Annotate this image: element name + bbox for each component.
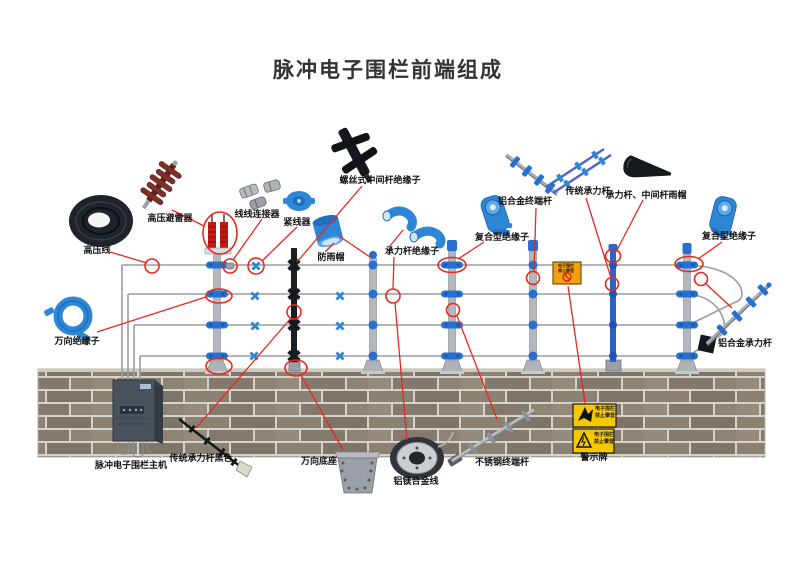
label-wire-connector: 线线连接器 bbox=[234, 210, 280, 220]
label-pole-rain-cap: 承力杆、中间杆雨帽 bbox=[605, 191, 687, 201]
item-load-pole-insulators bbox=[382, 206, 446, 249]
label-traditional-load-pole: 传统承力杆 bbox=[565, 187, 611, 197]
pole-bases bbox=[205, 359, 699, 374]
item-screw-mid-pole-insulator bbox=[331, 127, 378, 184]
fence-sign bbox=[552, 261, 582, 285]
warning-sign1-text-line1: 电子围栏 bbox=[595, 406, 616, 412]
label-alu-terminal-pole: 铝合金终端杆 bbox=[497, 197, 553, 207]
label-traditional-load-pole-black: 传统承力杆黑色 bbox=[169, 454, 233, 464]
label-universal-base: 万向底座 bbox=[300, 457, 338, 467]
label-alu-load-pole: 铝合金承力杆 bbox=[717, 339, 773, 349]
pole5-top-cap bbox=[528, 240, 538, 251]
item-rain-cap bbox=[312, 214, 344, 248]
item-universal-insulator bbox=[44, 296, 93, 346]
item-host-unit bbox=[112, 379, 163, 458]
item-stainless-terminal-pole bbox=[447, 408, 535, 467]
label-almg-alloy-wire: 铝镁合金线 bbox=[393, 477, 439, 487]
warning-sign1-text-line2: 禁止攀登 bbox=[595, 413, 616, 419]
label-load-pole-insulator: 承力杆绝缘子 bbox=[384, 247, 440, 257]
label-composite-insulator-mid: 复合型绝缘子 bbox=[474, 233, 530, 243]
host-bottom-cables bbox=[117, 441, 152, 458]
item-universal-base bbox=[334, 451, 381, 494]
label-lightning-arrester: 高压避雷器 bbox=[147, 214, 193, 224]
item-composite-insulator-right bbox=[709, 196, 737, 240]
label-high-voltage-wire: 高压线 bbox=[83, 246, 111, 256]
warning-sign2-text-line2: 禁止攀登 bbox=[594, 439, 615, 445]
pole3-top-cap bbox=[369, 251, 377, 259]
callout-lines bbox=[96, 185, 733, 451]
item-wire-connectors bbox=[239, 179, 281, 210]
label-stainless-terminal-pole: 不锈钢终端杆 bbox=[474, 458, 530, 468]
label-warning-sign: 警示牌 bbox=[580, 453, 608, 463]
label-universal-insulator: 万向绝缘子 bbox=[54, 337, 100, 347]
item-alu-load-pole bbox=[697, 282, 772, 354]
item-high-voltage-wire-coil bbox=[69, 195, 133, 247]
warning-sign-boards bbox=[572, 403, 617, 454]
pole4-top-cap bbox=[447, 240, 457, 251]
label-wire-tightener: 紧线器 bbox=[283, 218, 311, 228]
fence-sign-text-line2: 禁止攀登 bbox=[558, 268, 574, 273]
item-pole-rain-cap-cone bbox=[623, 155, 672, 178]
fence-wires bbox=[121, 264, 743, 381]
arrester-on-pole bbox=[204, 214, 232, 255]
label-host-unit: 脉冲电子围栏主机 bbox=[94, 461, 168, 471]
label-composite-insulator-right: 复合型绝缘子 bbox=[701, 232, 757, 242]
item-composite-insulator-mid bbox=[480, 195, 513, 235]
item-wire-tightener bbox=[283, 191, 315, 211]
page-title: 脉冲电子围栏前端组成 bbox=[273, 58, 503, 82]
warning-sign2-text-line1: 电子围栏 bbox=[594, 432, 615, 438]
label-screw-mid-pole-insulator: 螺丝式中间杆绝缘子 bbox=[339, 176, 421, 186]
item-traditional-load-pole bbox=[545, 147, 612, 195]
pole7-top-cap bbox=[682, 243, 692, 254]
label-rain-cap: 防雨帽 bbox=[317, 253, 345, 263]
wire-mounted-parts bbox=[225, 261, 345, 361]
callout-circles bbox=[144, 211, 709, 377]
item-almg-wire-spool bbox=[390, 431, 454, 479]
item-traditional-load-pole-black bbox=[178, 418, 253, 478]
item-alu-terminal-pole bbox=[504, 153, 559, 196]
fence-sign-text-line1: 电子围栏 bbox=[558, 263, 574, 268]
item-lightning-arrester bbox=[140, 160, 182, 210]
